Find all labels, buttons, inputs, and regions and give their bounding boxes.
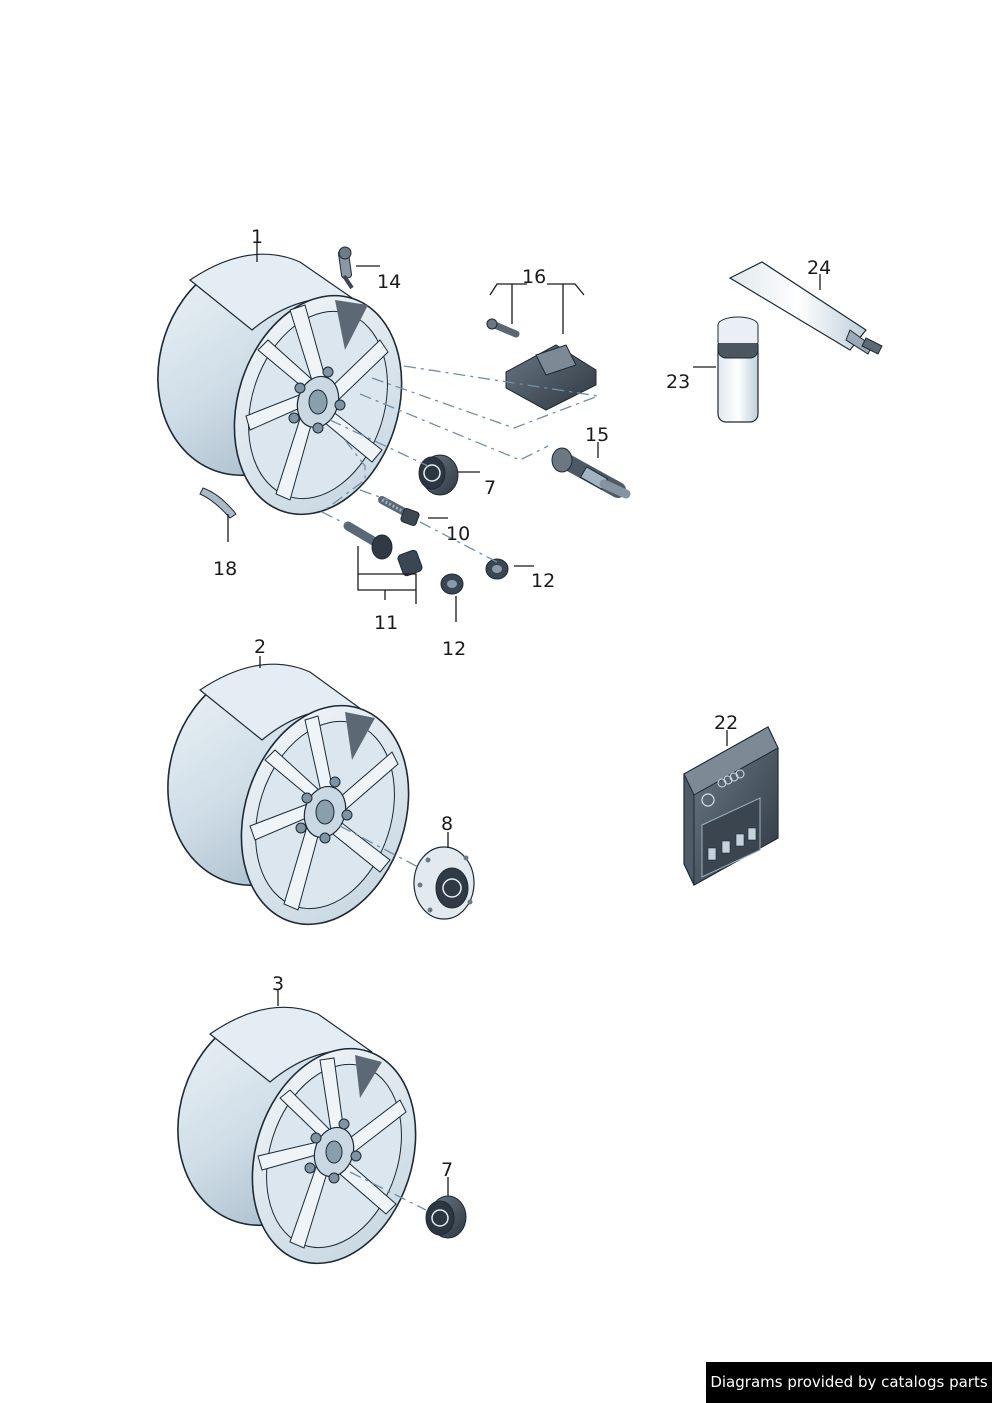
callouts: 1 14 16 24 23 15 7 10 18 12 11 12 2 22 8… <box>213 226 831 1181</box>
callout-8: 8 <box>441 813 453 835</box>
wheel-bolt-part-10 <box>378 496 420 526</box>
callout-16: 16 <box>522 266 546 288</box>
assembly-lines <box>320 365 599 1211</box>
callout-2: 2 <box>254 636 266 658</box>
vw-logo-icon <box>442 878 462 898</box>
wheel-1-barrel <box>188 253 356 331</box>
hub-cap-part-8 <box>413 846 475 920</box>
valve-part-14 <box>337 246 354 290</box>
bolt-set-package-part-22 <box>683 726 779 886</box>
leader-lines <box>227 242 821 1196</box>
wheel-2-barrel <box>198 663 366 741</box>
wheel-nut-part-12-b <box>440 573 464 595</box>
callout-24: 24 <box>807 257 831 279</box>
vw-logo-icon <box>701 793 715 807</box>
wheel-1-bolt-holes <box>288 366 346 434</box>
wheel-3-center-bore <box>325 1140 343 1164</box>
hub-cap-part-7-lower <box>425 1195 467 1239</box>
wheel-3-window-dark <box>355 1055 382 1098</box>
callout-18: 18 <box>213 558 237 580</box>
callout-23: 23 <box>666 371 690 393</box>
vw-logo-icon <box>431 1209 449 1227</box>
callout-10: 10 <box>446 523 470 545</box>
audi-rings-icon <box>717 769 745 788</box>
credit-text: Diagrams provided by catalogs parts <box>710 1373 988 1391</box>
wheel-1-window-dark <box>335 300 368 350</box>
wheel-2-center-bore <box>315 799 335 825</box>
wheel-1-center-bore <box>308 389 328 415</box>
callout-14: 14 <box>377 271 401 293</box>
wheel-nut-part-12-a <box>485 558 509 580</box>
callout-7-upper: 7 <box>484 477 496 499</box>
wheel-2-window-dark <box>345 712 375 760</box>
vw-logo-icon <box>423 464 441 482</box>
tpms-valve-part-15 <box>551 447 631 499</box>
callout-1: 1 <box>251 226 263 248</box>
wheel-2-bolt-holes <box>295 776 353 844</box>
wheel-2 <box>167 663 410 926</box>
wheel-1-spokes <box>245 304 389 501</box>
balance-weight-part-18 <box>199 487 237 519</box>
callout-12-right: 12 <box>531 570 555 592</box>
callout-22: 22 <box>714 712 738 734</box>
spray-can-part-23 <box>717 316 759 423</box>
callout-12-lower: 12 <box>442 638 466 660</box>
tpms-sensor-part-16 <box>486 318 597 411</box>
callout-7-lower: 7 <box>441 1159 453 1181</box>
credit-banner: Diagrams provided by catalogs parts <box>706 1362 992 1403</box>
grease-tube-part-24 <box>728 261 883 355</box>
callout-3: 3 <box>272 973 284 995</box>
wheel-3-bolt-holes <box>304 1118 362 1184</box>
wheel-1 <box>157 253 403 516</box>
locking-bolt-part-11 <box>343 521 423 577</box>
callout-11: 11 <box>374 612 398 634</box>
callout-15: 15 <box>585 424 609 446</box>
hub-cap-part-7-upper <box>418 454 459 496</box>
wheel-3 <box>177 1006 417 1265</box>
